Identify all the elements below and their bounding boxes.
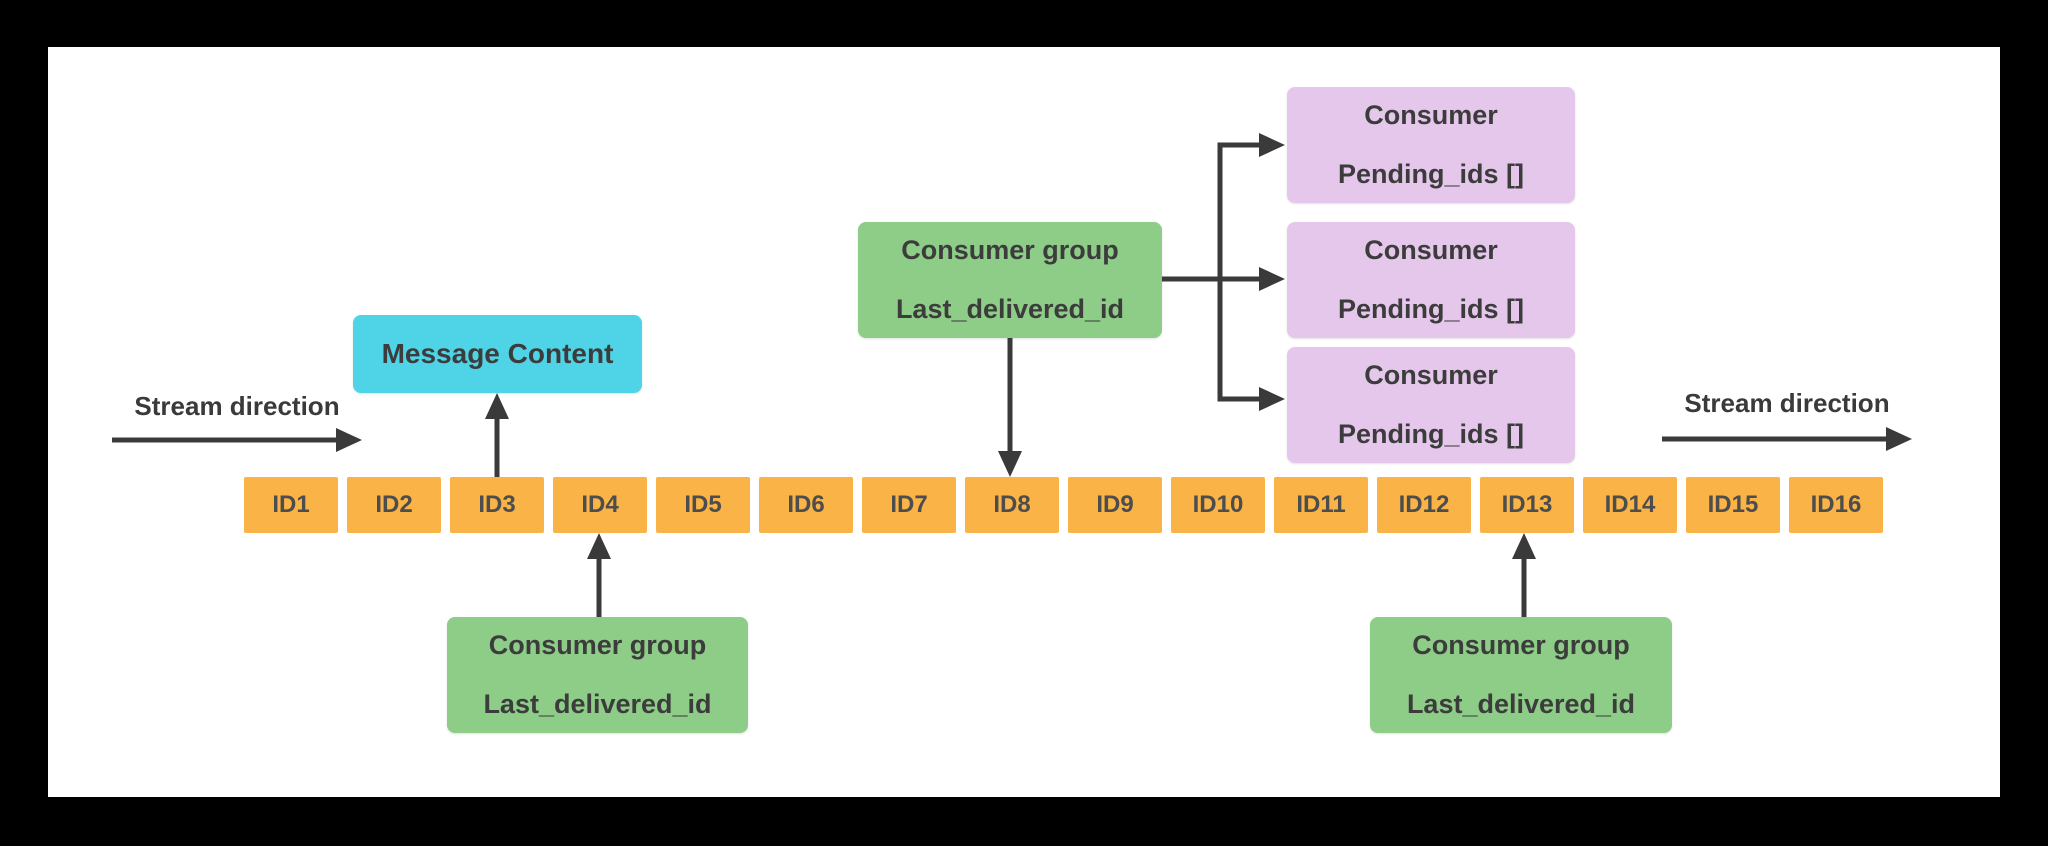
consumer-group-bottom-left-box: Consumer group Last_delivered_id — [447, 617, 748, 733]
stream-id-cell: ID14 — [1583, 477, 1677, 533]
message-content-box: Message Content — [353, 315, 642, 393]
consumer-title: Consumer — [1364, 235, 1498, 265]
consumer-box-2: Consumer Pending_ids [] — [1287, 222, 1575, 338]
stream-id-cell: ID7 — [862, 477, 956, 533]
consumer-box-1: Consumer Pending_ids [] — [1287, 87, 1575, 203]
stream-id-cell: ID4 — [553, 477, 647, 533]
stream-id-cell: ID2 — [347, 477, 441, 533]
consumer-branch-bottom-icon — [1217, 279, 1285, 411]
stream-direction-label-left: Stream direction — [134, 391, 340, 421]
message-content-label: Message Content — [381, 338, 614, 369]
consumer-group-bottom-right-box: Consumer group Last_delivered_id — [1370, 617, 1672, 733]
consumer-group-top-box: Consumer group Last_delivered_id — [858, 222, 1162, 338]
consumer-title: Consumer — [1364, 360, 1498, 390]
stream-id-cell: ID13 — [1480, 477, 1574, 533]
stream-direction-label-right: Stream direction — [1684, 388, 1890, 418]
stream-id-cell: ID5 — [656, 477, 750, 533]
consumer-branch-top-icon — [1162, 133, 1285, 282]
consumer-subtitle: Pending_ids [] — [1337, 159, 1524, 189]
stream-id-cell: ID9 — [1068, 477, 1162, 533]
stream-id-cell: ID15 — [1686, 477, 1780, 533]
consumer-group-subtitle: Last_delivered_id — [895, 294, 1125, 324]
arrow-layer — [112, 133, 1912, 617]
consumer-group-subtitle: Last_delivered_id — [483, 689, 712, 719]
stream-id-cell: ID10 — [1171, 477, 1265, 533]
consumer-title: Consumer — [1364, 100, 1498, 130]
stream-id-cell: ID12 — [1377, 477, 1471, 533]
consumer-group-subtitle: Last_delivered_id — [1406, 689, 1636, 719]
stream-id-cell: ID11 — [1274, 477, 1368, 533]
consumer-subtitle: Pending_ids [] — [1337, 294, 1524, 324]
stream-id-cell: ID6 — [759, 477, 853, 533]
consumer-group-title: Consumer group — [901, 235, 1119, 265]
consumer-group-title: Consumer group — [488, 630, 707, 660]
consumer-subtitle: Pending_ids [] — [1337, 419, 1524, 449]
stream-id-cell: ID1 — [244, 477, 338, 533]
consumer-box-3: Consumer Pending_ids [] — [1287, 347, 1575, 463]
stream-id-cell: ID8 — [965, 477, 1059, 533]
consumer-group-title: Consumer group — [1412, 630, 1630, 660]
stream-id-cell: ID3 — [450, 477, 544, 533]
stream-id-cell: ID16 — [1789, 477, 1883, 533]
stream-id-row: ID1 ID2 ID3 ID4 ID5 ID6 ID7 ID8 ID9 ID10… — [244, 477, 1883, 533]
diagram-canvas: Stream direction Stream direction Messag… — [48, 47, 2000, 797]
